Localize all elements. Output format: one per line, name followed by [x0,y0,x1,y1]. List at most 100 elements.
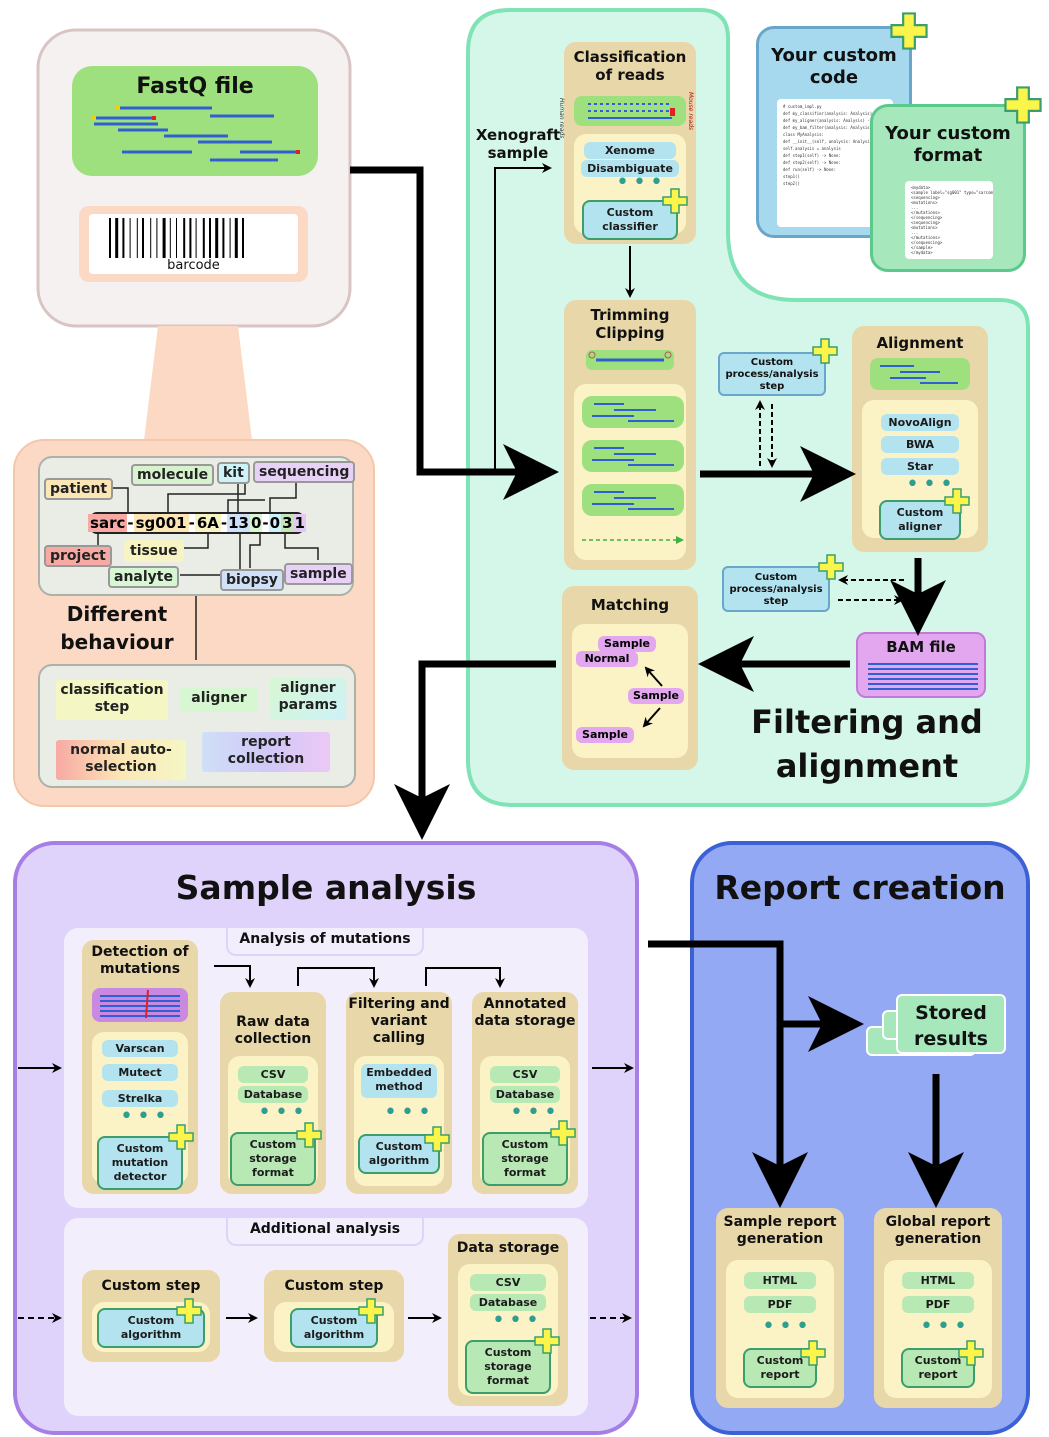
detection-box: Detection of mutations Varscan Mutect St… [82,940,198,1194]
plus-icon [176,1298,202,1324]
barcode-icon [109,218,244,258]
format-line: <sequencing> [911,195,940,200]
method-strelka: Strelka [102,1090,178,1107]
sample-analysis-title: Sample analysis [175,868,477,907]
format-line: </mutations> [911,210,940,215]
code-line: def my_bam_filter(analysis: Analysis) ->… [783,125,892,130]
xenograft-label: Xenograft sample [475,126,561,162]
plus-icon [662,188,688,214]
variant-calling-box: Filtering and variant calling Embedded m… [346,992,452,1194]
custom-process-1-label: Custom process/analysis step [725,357,819,392]
additional-header: Additional analysis [226,1218,424,1246]
barcode-bar [122,218,125,258]
stored-results: Stored results [896,994,1006,1054]
barcode-bar [142,218,144,258]
filtering-title: Filtering and alignment [751,703,983,785]
field-kit: kit [217,462,250,484]
fastq-title: FastQ file [136,74,254,99]
method-html: HTML [902,1272,974,1289]
plus-icon [550,1120,576,1146]
code-line: # custom_impl.py [783,104,822,109]
trimming-box: Trimming Clipping [564,300,696,570]
field-sample: sample [284,563,353,585]
id-biopsy: 13 [227,514,250,532]
arrow-to-report [648,940,808,1208]
barcode-bar [229,218,231,258]
sample-report-box: Sample report generation HTML PDF ••• Cu… [716,1208,844,1408]
format-line: ... [911,205,919,210]
custom-step-box-1: Custom step Custom algorithm [82,1270,220,1362]
field-molecule: molecule [131,464,215,486]
id-sep: - [188,514,195,532]
method-embedded: Embedded method [361,1064,437,1098]
plus-icon [958,1340,984,1366]
plus-icon [358,1298,384,1324]
format-line: <sequencing> [911,220,940,225]
custom-format-title: Your custom format [885,123,1011,166]
barcode-bar [234,218,238,258]
code-line: def my_classifier(analysis: Analysis) ->… [783,111,892,116]
field-project: project [44,545,112,567]
custom-classifier: Custom classifier [582,200,678,240]
variant-calling-title: Filtering and variant calling [348,996,450,1046]
barcode-bar [242,218,244,258]
id-sep: - [262,514,269,532]
plus-icon [296,1122,322,1148]
format-line: <mydata> [911,185,931,190]
plus-icon [534,1328,560,1354]
field-analyte: analyte [108,566,179,588]
barcode-bar [115,218,119,258]
field-sequencing: sequencing [253,461,356,483]
fastq-file-box: FastQ file [72,66,318,176]
id-sequencing: 1 [293,514,306,532]
method-pdf: PDF [902,1296,974,1313]
annotated-title: Annotated data storage [474,996,576,1029]
id-analyte: 0 [249,514,263,532]
sample-report-title: Sample report generation [723,1214,837,1247]
bam-lines-icon [868,663,978,690]
barcode-box: barcode [79,206,308,282]
field-patient: patient [44,478,114,500]
method-varscan: Varscan [102,1040,178,1057]
behaviour-aligner-params: aligner params [270,678,346,720]
method-mutect: Mutect [102,1064,178,1081]
alignment-box: Alignment NovoAlign BWA Star ••• Custom … [852,326,988,552]
barcode-bar [169,218,171,258]
format-line: <mutations> [911,225,938,230]
format-line: </sequencing> [911,240,943,245]
method-csv: CSV [238,1066,308,1083]
barcode-bar [109,218,111,258]
report-title: Report creation [714,868,1006,907]
global-report-title: Global report generation [885,1214,991,1247]
alignment-reads-icon [870,358,970,390]
custom-mutation-detector: Custom mutation detector [97,1136,183,1190]
custom-report: Custom report [743,1348,817,1388]
fastq-reads-icon [92,106,300,162]
barcode-label: barcode [167,258,220,273]
behaviour-report: report collection [202,732,330,772]
code-line: self.analysis = analysis [783,146,841,151]
format-line: <sample label="sg001" type="sarcoma"> [911,190,993,195]
code-line: def __init__(self, analysis: Analysis) [783,139,875,144]
custom-aligner: Custom aligner [879,500,961,540]
behaviour-classification: classification step [56,680,168,720]
format-line: ... [911,230,919,235]
id-molecule: 3 [281,514,294,532]
behaviour-normal: normal auto-selection [56,740,186,780]
behaviour-aligner: aligner [180,688,258,712]
method-csv: CSV [490,1066,560,1083]
barcode-bar [195,218,197,258]
method-novoalign: NovoAlign [881,414,959,431]
custom-format-sheet: <mydata><sample label="sg001" type="sarc… [905,181,993,259]
bam-title: BAM file [886,638,956,656]
custom-process-step-2: Custom process/analysis step [722,566,830,612]
plus-icon [818,554,844,580]
barcode-bar [176,218,177,258]
code-line: def step1(self) -> None: [783,153,841,158]
classification-reads-icon [574,96,686,126]
plus-icon [424,1126,450,1152]
barcode-bar [156,218,158,258]
id-kit: 0 [268,514,282,532]
custom-code-title: Your custom code [771,45,897,88]
